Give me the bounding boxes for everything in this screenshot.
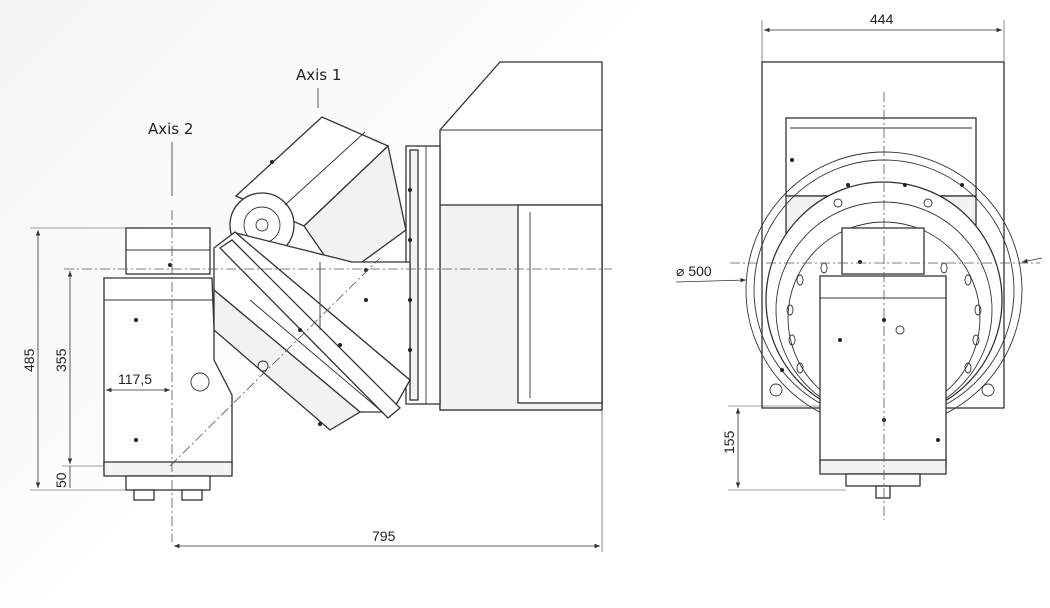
front-view: 444 ⌀ 500 155 [675,11,1043,520]
axis1-motor [229,116,407,279]
front-spindle-housing [819,227,947,499]
dim-155-label: 155 [721,430,737,454]
front-bolt-dots [780,158,964,442]
rear-housing [439,61,603,411]
dim-795-label: 795 [372,528,396,544]
axis-diagonal-centerline [169,257,381,467]
ring-holes [769,198,995,397]
dim-485-label: 485 [21,348,37,372]
dim-50-label: 50 [53,472,69,488]
side-view: Axis 1 Axis 2 485 355 50 117,5 795 [21,61,612,552]
dim-117-label: 117,5 [118,371,152,387]
dim-500-label: ⌀ 500 [676,263,712,279]
mounting-flange [405,145,441,405]
axis1-label: Axis 1 [296,66,341,84]
dim-500-leader [675,277,747,283]
dim-444-label: 444 [870,11,894,27]
dim-355-label: 355 [53,348,69,372]
spindle-housing [103,227,269,501]
diagonal-body [213,231,411,431]
axis2-label: Axis 2 [148,120,193,138]
